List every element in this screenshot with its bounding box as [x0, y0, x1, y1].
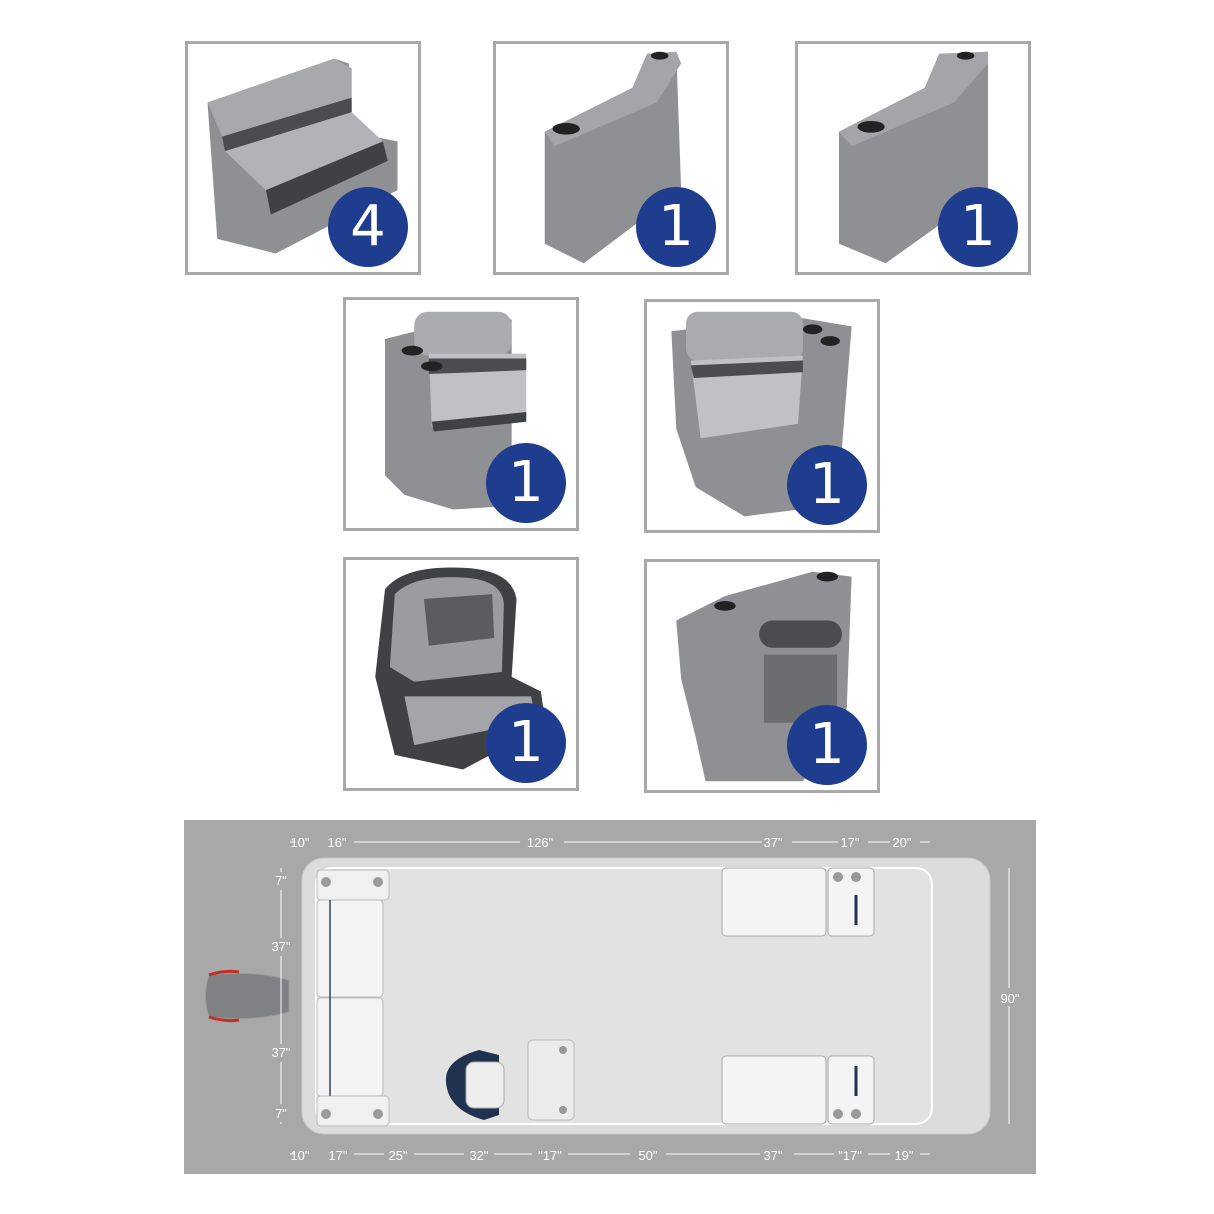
dim-left-3: 37": [271, 1045, 290, 1060]
dim-top-1: 10": [290, 835, 309, 850]
dim-left-1: 7": [275, 873, 287, 888]
dim-bottom-8: "17": [838, 1148, 862, 1163]
dim-top-3: 126": [527, 835, 554, 850]
dim-bottom-5: "17": [538, 1148, 562, 1163]
dim-top-2: 16": [327, 835, 346, 850]
product-card-armrest-left[interactable]: 1: [493, 41, 729, 275]
dim-bottom-3: 25": [388, 1148, 407, 1163]
product-card-armrest-right[interactable]: 1: [795, 41, 1031, 275]
boat-layout-diagram: 10" 16" 126" 37" 17" 20" 10" 17" 25" 32"…: [184, 820, 1036, 1174]
layout-drawing: 10" 16" 126" 37" 17" 20" 10" 17" 25" 32"…: [205, 834, 1024, 1163]
product-card-captain-chair[interactable]: 1: [343, 557, 579, 791]
dim-bottom-1: 10": [290, 1148, 309, 1163]
quantity-badge: 1: [486, 703, 566, 783]
dim-left-4: 7": [275, 1106, 287, 1121]
dim-bottom-7: 37": [763, 1148, 782, 1163]
quantity-badge: 1: [636, 187, 716, 267]
dim-top-5: 17": [840, 835, 859, 850]
dim-left-2: 37": [271, 939, 290, 954]
dim-right: 90": [1000, 991, 1019, 1006]
dim-top-6: 20": [892, 835, 911, 850]
quantity-badge: 1: [787, 705, 867, 785]
product-card-corner-lounge-left[interactable]: 1: [343, 297, 579, 531]
dim-bottom-2: 17": [328, 1148, 347, 1163]
product-card-corner-lounge-right[interactable]: 1: [644, 299, 880, 533]
helm-console: [527, 1039, 575, 1121]
quantity-badge: 1: [787, 445, 867, 525]
quantity-badge: 4: [328, 187, 408, 267]
outboard-motor: [205, 972, 290, 1020]
dim-bottom-4: 32": [469, 1148, 488, 1163]
front-lounge-seats: [721, 867, 875, 1125]
quantity-badge: 1: [486, 443, 566, 523]
product-card-bench-seat[interactable]: 4: [185, 41, 421, 275]
product-card-helm-console[interactable]: 1: [644, 559, 880, 793]
dim-bottom-9: 19": [894, 1148, 913, 1163]
rear-bench-seats: [316, 869, 390, 1127]
dim-bottom-6: 50": [638, 1148, 657, 1163]
dim-top-4: 37": [763, 835, 782, 850]
quantity-badge: 1: [938, 187, 1018, 267]
